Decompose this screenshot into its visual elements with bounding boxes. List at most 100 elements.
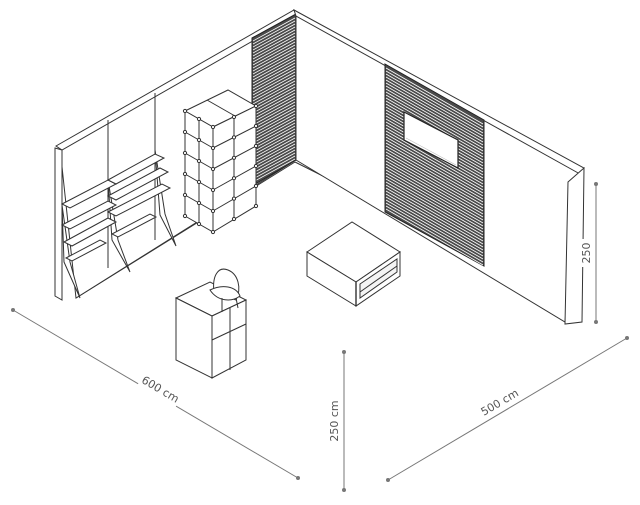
cube-connector [182, 213, 188, 219]
slat-line [252, 131, 296, 156]
slat-line [252, 143, 296, 168]
slat-line [252, 35, 296, 60]
left-wall-slat-panel [251, 13, 297, 187]
slat-line [385, 169, 484, 227]
slat-line [385, 73, 484, 131]
wall-shelving [60, 149, 177, 299]
slat-line [385, 130, 484, 188]
slat-line [252, 74, 296, 99]
slat-line [385, 163, 484, 221]
slat-line [252, 128, 296, 153]
cube-connector [231, 135, 237, 140]
cube-connector [210, 166, 216, 172]
slat-line [252, 23, 296, 48]
cube-connector [253, 183, 259, 189]
slat-line [252, 68, 296, 93]
slat-line [252, 80, 296, 105]
slat-line [252, 53, 296, 78]
slat-line [385, 151, 484, 209]
shelf-board [60, 200, 118, 230]
slat-line [385, 196, 484, 254]
cube-connector [210, 187, 216, 193]
right-height-label: 250 [578, 239, 594, 267]
slat-line [252, 89, 296, 114]
slat-line [252, 92, 296, 117]
slat-line [385, 172, 484, 230]
right-height-label-text: 250 [580, 243, 593, 264]
slat-line [252, 86, 296, 111]
shelf-board [106, 183, 172, 217]
slat-line [252, 119, 296, 144]
cube-connector [182, 171, 188, 177]
cube-connector [210, 229, 216, 235]
shelf-board [64, 239, 108, 262]
slat-line [385, 184, 484, 242]
shelf-board [106, 167, 170, 201]
slat-line [385, 145, 484, 203]
slat-line [252, 149, 296, 174]
slat-line [385, 88, 484, 146]
slat-line [252, 62, 296, 87]
cube-connector [253, 123, 259, 129]
center-table [306, 221, 401, 307]
slat-line [385, 157, 484, 215]
cube-connector [231, 155, 237, 160]
wall-screen [403, 111, 459, 169]
slat-line [252, 116, 296, 141]
slat-line [385, 142, 484, 200]
slat-line [252, 17, 296, 42]
cube-connector [196, 179, 202, 185]
depth-dimension-line [387, 337, 628, 481]
shelf-board [62, 217, 118, 247]
cube-connector [253, 163, 259, 169]
slat-line [252, 44, 296, 69]
shelf-board [106, 153, 166, 185]
slat-line [385, 70, 484, 128]
cube-connector [231, 176, 237, 181]
slat-line [385, 94, 484, 152]
slat-line [385, 148, 484, 206]
slat-line [252, 110, 296, 135]
slat-line [385, 181, 484, 239]
cube-connector [210, 208, 216, 214]
slat-line [252, 146, 296, 171]
slat-line [252, 77, 296, 102]
shelf-board [110, 213, 158, 238]
slat-line [252, 65, 296, 90]
cube-connector [253, 103, 259, 109]
slat-line [252, 107, 296, 132]
slat-line [252, 41, 296, 66]
right-wall-slat-panel [384, 63, 485, 267]
cube-connector [231, 196, 237, 201]
slat-line [252, 104, 296, 129]
slat-line [252, 137, 296, 162]
cube-connector [182, 150, 188, 156]
slat-line [385, 76, 484, 134]
slat-line [385, 175, 484, 233]
slat-line [252, 98, 296, 123]
slat-line [252, 152, 296, 177]
chair [209, 268, 241, 312]
slat-line [252, 140, 296, 165]
slat-line [252, 134, 296, 159]
slat-line [385, 193, 484, 251]
slat-line [385, 199, 484, 257]
cube-connector [196, 200, 202, 206]
cube-connector [253, 203, 259, 209]
slat-line [385, 85, 484, 143]
slat-line [385, 154, 484, 212]
cube-display-shelf [182, 89, 259, 235]
slat-line [385, 136, 484, 194]
slat-line [252, 158, 296, 183]
cube-connector [196, 116, 202, 122]
slat-line [252, 71, 296, 96]
slat-line [252, 125, 296, 150]
slat-line [252, 50, 296, 75]
reception-counter [174, 281, 248, 379]
cube-connector [196, 221, 202, 227]
slat-line [385, 208, 484, 266]
cube-connector [231, 216, 237, 222]
slat-line [252, 155, 296, 180]
slat-line [252, 83, 296, 108]
